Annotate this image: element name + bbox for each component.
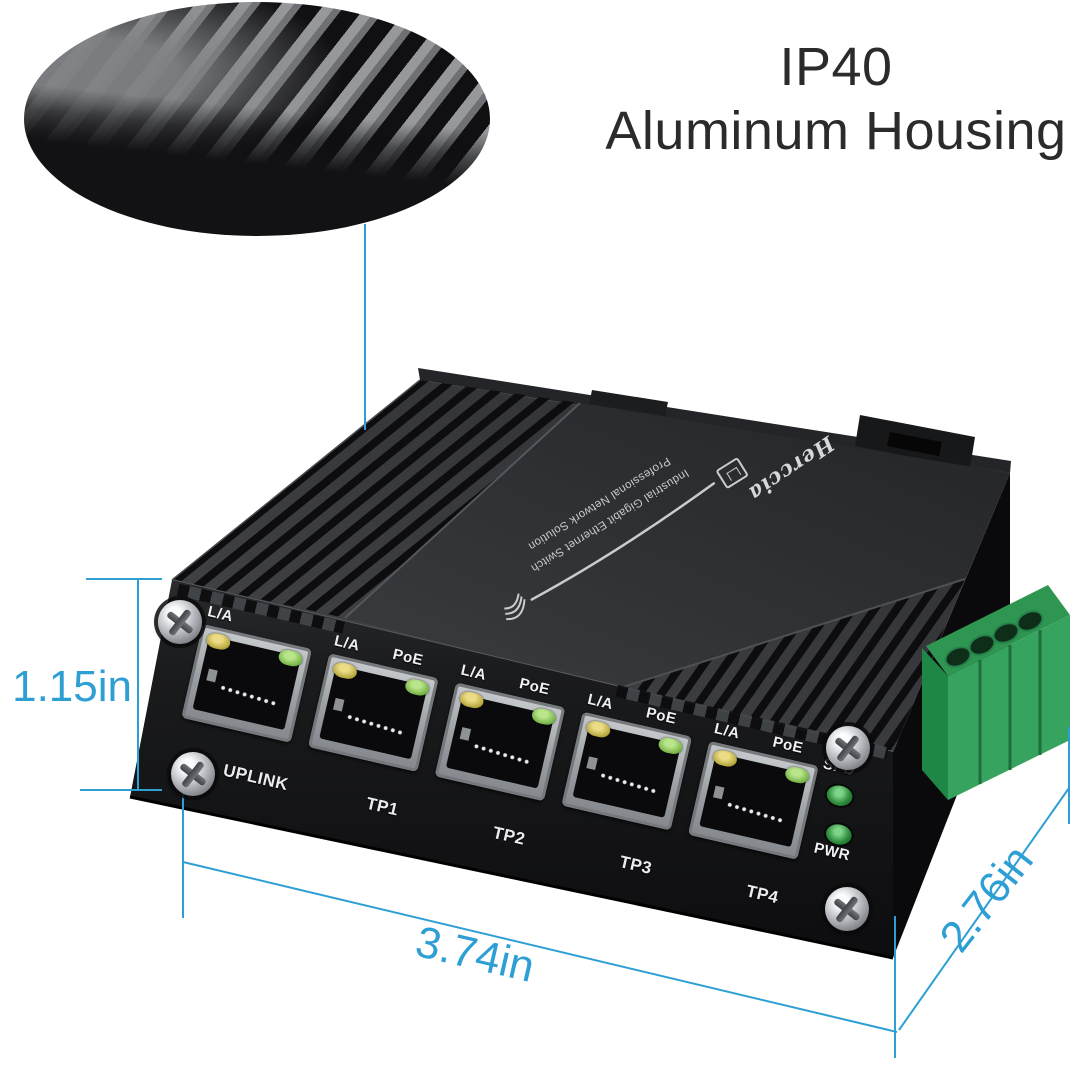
link-activity-label: L/A (585, 690, 615, 714)
port-name: TP4 (744, 881, 781, 908)
port-name: UPLINK (221, 760, 291, 795)
dim-height-label: 1.15in (12, 662, 132, 711)
port-module-tp4: L/A PoE TP4 (687, 718, 824, 907)
din-clip-small-tab (589, 390, 668, 416)
poe-label: PoE (771, 733, 805, 758)
headline-ip-rating: IP40 (779, 37, 893, 97)
link-activity-label: L/A (205, 603, 235, 626)
philips-screw-icon (825, 887, 869, 931)
front-bottom-edge (129, 795, 894, 960)
port-name: TP3 (617, 852, 654, 879)
top-left-edge (171, 379, 421, 581)
poe-label: PoE (644, 704, 679, 728)
dim-depth-line (898, 787, 1070, 1031)
philips-screw-icon (826, 726, 870, 770)
poe-label: PoE (517, 675, 552, 699)
dim-width-line (182, 861, 898, 1033)
poe-label: PoE (391, 645, 425, 670)
port-module-tp2: L/A PoE TP2 (434, 659, 571, 849)
top-face-print: Industrial Gigabit Ethernet Switch Profe… (439, 376, 760, 634)
housing-closeup-photo (24, 2, 490, 236)
port-name: TP2 (491, 822, 528, 849)
port-module-tp1: L/A PoE TP1 (307, 630, 444, 820)
headline: IP40 Aluminum Housing (590, 36, 1080, 163)
link-activity-label: L/A (712, 720, 742, 743)
link-activity-label: L/A (459, 661, 489, 684)
port-module-tp3: L/A PoE TP3 (561, 688, 697, 878)
link-activity-label: L/A (332, 632, 362, 655)
band-edge (619, 578, 966, 689)
port-name: TP1 (364, 793, 401, 820)
band-edge (344, 402, 581, 619)
terminal-hole (1016, 610, 1044, 632)
dimension-lines (80, 578, 1070, 1058)
swoosh-icon (504, 482, 716, 621)
swoosh-row (485, 449, 761, 634)
philips-screw-icon (158, 600, 202, 644)
spd-led (824, 783, 855, 809)
terminal-block (922, 585, 1070, 800)
philips-screw-icon (171, 752, 215, 796)
din-clip-slot (887, 432, 942, 456)
headline-material: Aluminum Housing (605, 100, 1067, 161)
